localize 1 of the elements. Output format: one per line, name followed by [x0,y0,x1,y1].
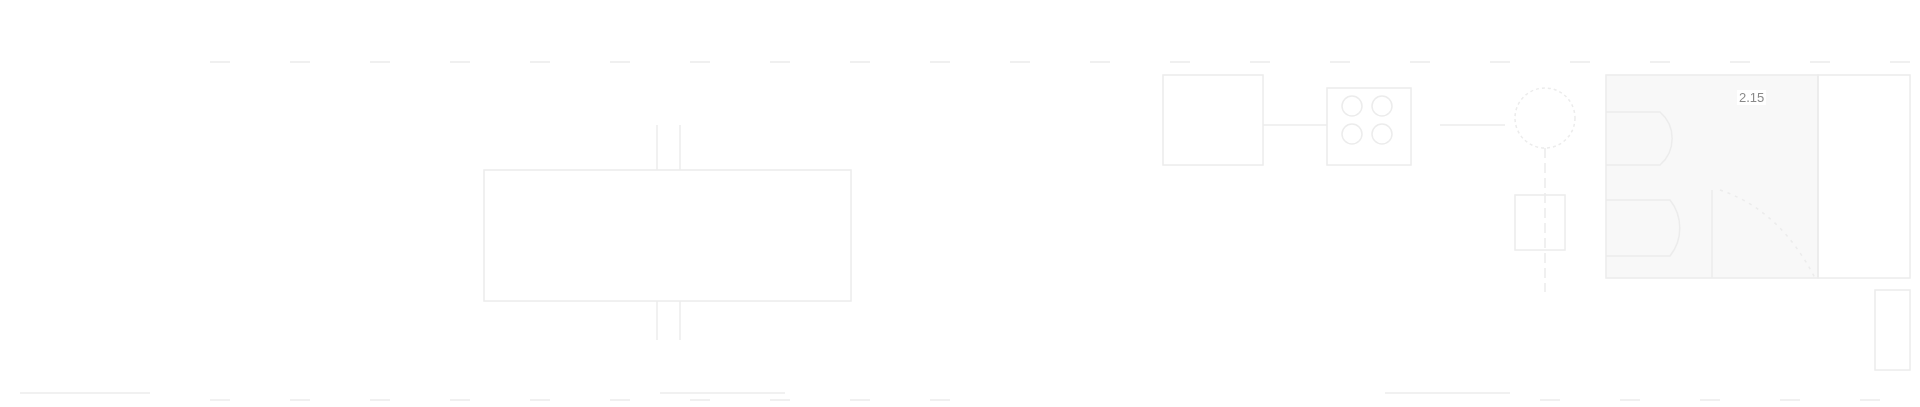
dimension-label: 2.15 [1737,90,1767,105]
